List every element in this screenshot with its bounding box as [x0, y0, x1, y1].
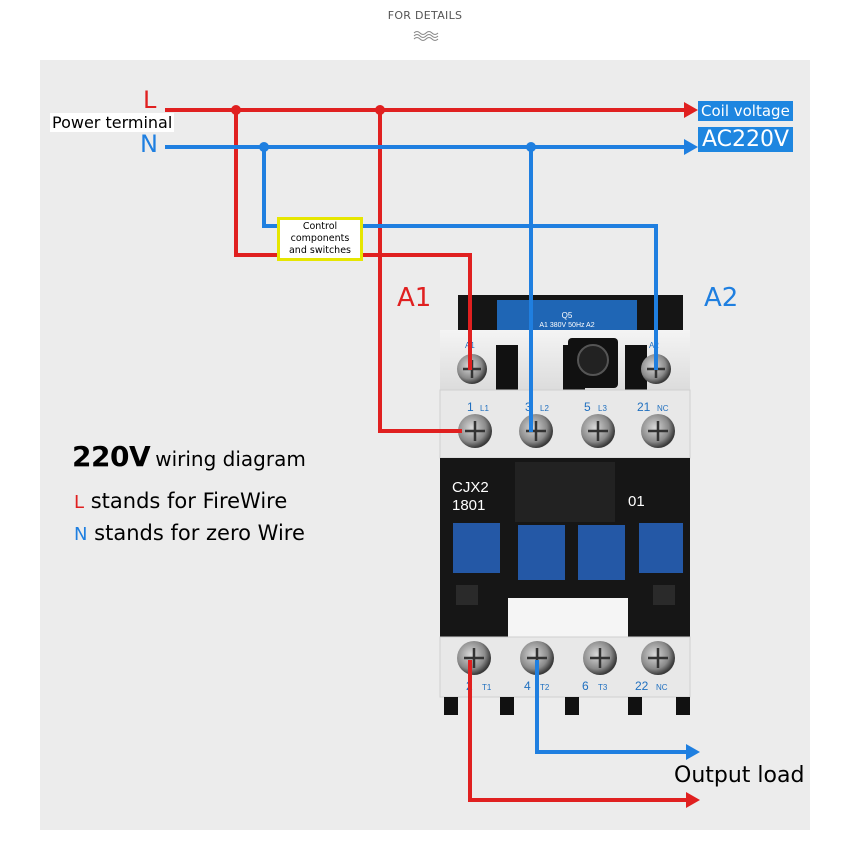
junction-dot [231, 105, 241, 115]
coil-voltage-value: AC220V [698, 127, 794, 152]
legend-neutral: N stands for zero Wire [74, 521, 305, 545]
wiring-voltage: 220V [72, 440, 151, 473]
terminal-a1-label: A1 [397, 283, 432, 313]
power-terminal-label: Power terminal [50, 113, 175, 132]
screw-21 [641, 414, 675, 448]
screw-t1 [457, 641, 491, 675]
junction-dot [259, 142, 269, 152]
top-label-line1: Q5 [562, 311, 573, 320]
junction-dot [375, 105, 385, 115]
legend-live-key: L [74, 492, 85, 513]
terminal-bottom-6-sub: T3 [598, 683, 608, 692]
terminal-top-5: 5 [584, 400, 591, 414]
control-box-line3: and switches [288, 245, 351, 256]
control-components-box: Control components and switches [277, 217, 363, 261]
legend-live: L stands for FireWire [74, 489, 287, 513]
terminal-top-1-sub: L1 [480, 404, 489, 413]
screw-t3 [583, 641, 617, 675]
neutral-line-label: N [140, 130, 158, 158]
terminal-top-3: 3 [525, 400, 532, 414]
live-arrow [684, 102, 698, 118]
top-blue-label [497, 300, 637, 330]
screw-22 [641, 641, 675, 675]
live-output-arrow [686, 792, 700, 808]
contact-code: 01 [628, 493, 645, 510]
junction-dot [526, 142, 536, 152]
wave-icon [413, 31, 439, 41]
contactor: 1 L1 3 L2 5 L3 21 NC 2 T1 4 T2 6 T3 22 N… [439, 295, 691, 715]
terminal-bottom-6: 6 [582, 679, 589, 693]
legend-live-text: stands for FireWire [90, 489, 288, 513]
terminal-a2-label: A2 [704, 283, 739, 313]
terminal-top-21: 21 [637, 400, 651, 414]
terminal-top-5-sub: L3 [598, 404, 607, 413]
live-line-label: L [143, 86, 157, 114]
wiring-label: wiring diagram [155, 447, 306, 471]
control-box-line2: components [290, 233, 350, 244]
screw-l1 [458, 414, 492, 448]
wiring-diagram-title: 220V wiring diagram [72, 440, 306, 473]
screw-l3 [581, 414, 615, 448]
neutral-wires [165, 145, 690, 754]
terminal-top-1: 1 [467, 400, 474, 414]
device-model: CJX2 1801 [452, 479, 489, 515]
terminal-bottom-22-sub: NC [656, 683, 668, 692]
coil-voltage-label: Coil voltage [698, 101, 793, 121]
terminal-bottom-22: 22 [635, 679, 649, 693]
terminal-top-3-sub: L2 [540, 404, 549, 413]
model-line2: 1801 [452, 497, 486, 514]
screw-l2 [519, 414, 553, 448]
top-label-line2: A1 380V 50Hz A2 [539, 322, 594, 329]
neutral-output-arrow [686, 744, 700, 760]
output-load-label: Output load [674, 763, 805, 788]
control-box-line1: Control [302, 221, 338, 232]
legend-neutral-key: N [74, 524, 88, 545]
legend-neutral-text: stands for zero Wire [94, 521, 305, 545]
live-wires [165, 108, 690, 802]
terminal-bottom-4-sub: T2 [540, 683, 550, 692]
screw-t2 [520, 641, 554, 675]
terminal-bottom-4: 4 [524, 679, 531, 693]
neutral-arrow [684, 139, 698, 155]
page-header: FOR DETAILS [387, 9, 463, 22]
terminal-bottom-2-sub: T1 [482, 683, 492, 692]
model-line1: CJX2 [452, 479, 489, 496]
terminal-top-21-sub: NC [657, 404, 669, 413]
